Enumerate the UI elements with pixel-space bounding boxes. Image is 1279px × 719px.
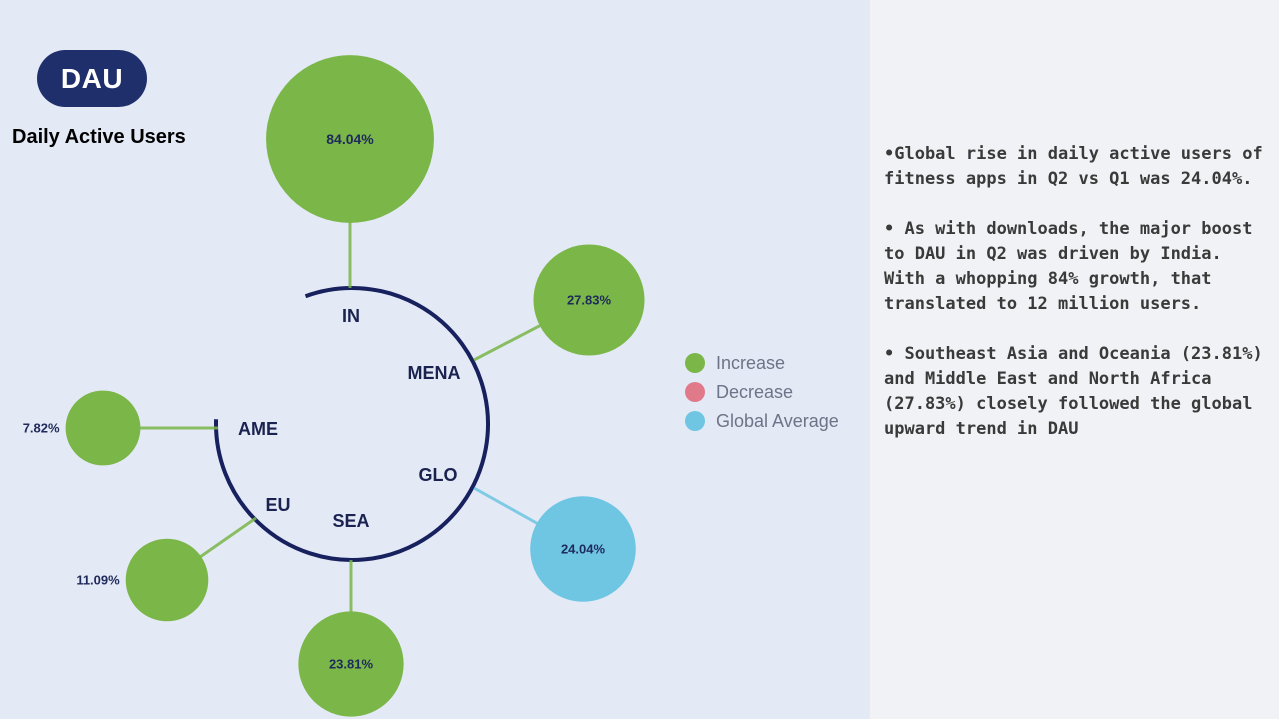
bubble-mena [533, 244, 645, 356]
bubble-value-label: 24.04% [561, 542, 606, 557]
bubble-in [266, 55, 434, 223]
notes-panel: •Global rise in daily active users of fi… [870, 0, 1279, 719]
bubble-value-label: 11.09% [76, 573, 120, 588]
chart-panel: DAU Daily Active Users 84.04% 27.83% 7.82%… [0, 0, 870, 719]
legend-swatch [685, 411, 705, 431]
note-item: • As with downloads, the major boost to … [884, 219, 1253, 314]
bubble-sea [298, 611, 404, 717]
bubble-eu [125, 538, 209, 622]
note-item: •Global rise in daily active users of fi… [884, 144, 1263, 189]
dau-badge: DAU [37, 50, 147, 107]
legend-swatch [685, 353, 705, 373]
bubble-value-label: 7.82% [23, 421, 60, 436]
radial-bubble-chart: 84.04% 27.83% 7.82% 24.04% 11.09% 23.81% IN ME… [23, 55, 839, 717]
bubble-value-label: 27.83% [567, 293, 612, 308]
region-label-mena: MENA [408, 363, 461, 383]
chart-subtitle: Daily Active Users [12, 126, 186, 148]
legend-label: Global Average [716, 411, 839, 431]
region-label-ame: AME [238, 419, 278, 439]
legend-swatch [685, 382, 705, 402]
bubble-glo [530, 496, 636, 602]
note-item: • Southeast Asia and Oceania (23.81%) an… [884, 344, 1263, 439]
bubble-value-label: 84.04% [326, 131, 374, 147]
notes-list: •Global rise in daily active users of fi… [884, 142, 1269, 467]
legend-label: Increase [716, 353, 785, 373]
region-label-in: IN [342, 306, 360, 326]
region-label-sea: SEA [332, 511, 369, 531]
bubble-ame [65, 390, 141, 466]
legend-label: Decrease [716, 382, 793, 402]
region-label-eu: EU [265, 495, 290, 515]
region-label-glo: GLO [419, 465, 458, 485]
bubble-value-label: 23.81% [329, 657, 374, 672]
